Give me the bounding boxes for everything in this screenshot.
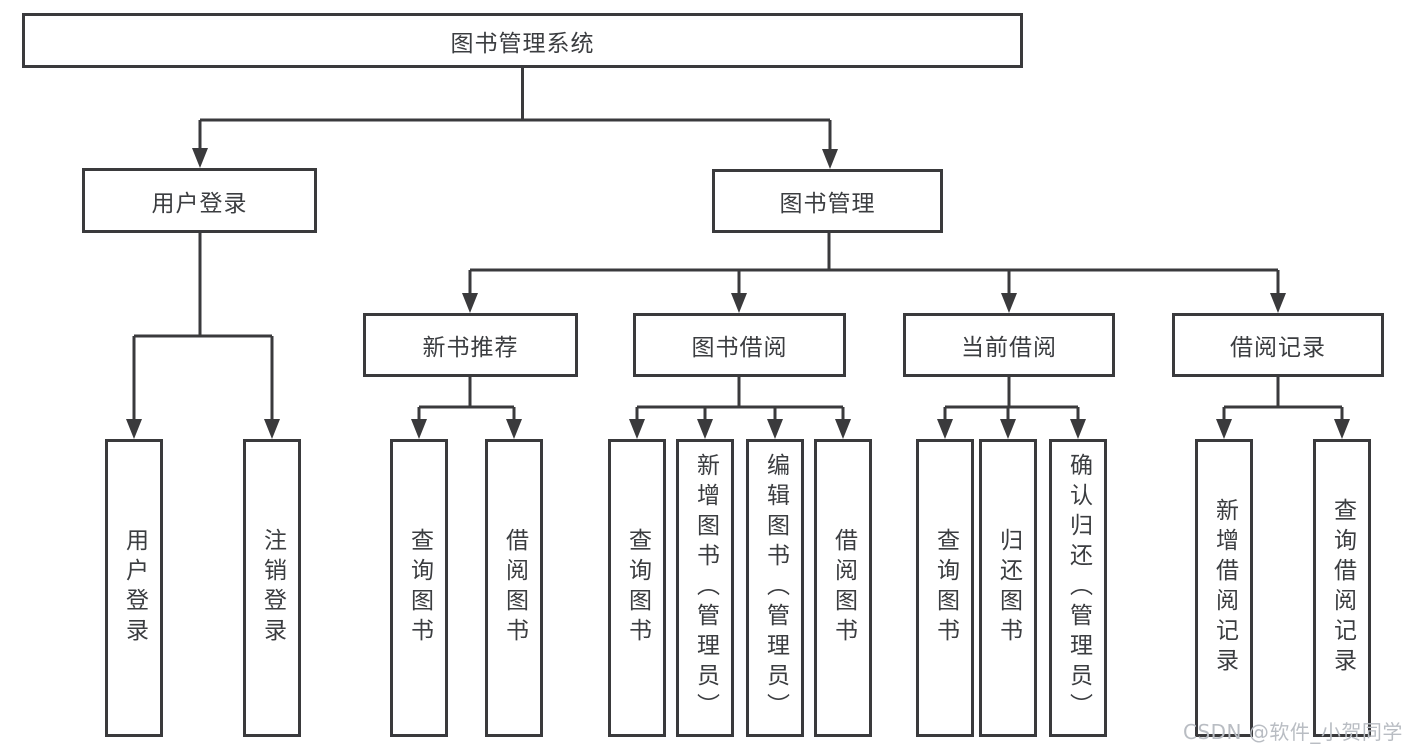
node-label: 确认归还（管理员）	[1065, 453, 1092, 723]
leaf-query-book-2: 查询图书	[608, 439, 666, 737]
node-label: 新增图书（管理员）	[692, 453, 719, 723]
node-label: 新书推荐	[422, 335, 519, 361]
node-root-system: 图书管理系统	[22, 13, 1023, 68]
leaf-query-book-3: 查询图书	[916, 439, 974, 737]
node-label: 借阅图书	[830, 528, 857, 648]
leaf-edit-book-admin: 编辑图书（管理员）	[746, 439, 804, 737]
leaf-logout: 注销登录	[243, 439, 301, 737]
leaf-user-login: 用户登录	[105, 439, 163, 737]
node-label: 图书管理	[779, 191, 876, 217]
node-label: 借阅图书	[501, 528, 528, 648]
node-label: 新增借阅记录	[1211, 498, 1238, 678]
leaf-query-borrow-record: 查询借阅记录	[1313, 439, 1371, 737]
node-label: 用户登录	[151, 190, 248, 217]
node-label: 归还图书	[995, 528, 1022, 648]
leaf-confirm-return-admin: 确认归还（管理员）	[1049, 439, 1107, 737]
node-new-book-recommend: 新书推荐	[363, 313, 578, 377]
node-borrow-record: 借阅记录	[1172, 313, 1384, 377]
leaf-borrow-book-2: 借阅图书	[814, 439, 872, 737]
node-book-management-module: 图书管理	[712, 169, 943, 233]
node-label: 图书管理系统	[450, 30, 595, 57]
node-label: 用户登录	[121, 528, 148, 648]
node-user-login-module: 用户登录	[82, 168, 317, 233]
csdn-watermark: CSDN @软件_小贺同学	[1183, 720, 1403, 744]
leaf-query-book-1: 查询图书	[390, 439, 448, 737]
node-book-borrow: 图书借阅	[633, 313, 846, 377]
node-label: 查询图书	[624, 528, 651, 648]
leaf-return-book: 归还图书	[979, 439, 1037, 737]
node-label: 编辑图书（管理员）	[762, 453, 789, 723]
node-label: 注销登录	[259, 528, 286, 648]
leaf-add-book-admin: 新增图书（管理员）	[676, 439, 734, 737]
node-label: 查询借阅记录	[1329, 498, 1356, 678]
node-current-borrow: 当前借阅	[903, 313, 1115, 377]
leaf-borrow-book-1: 借阅图书	[485, 439, 543, 737]
arrowheads	[126, 148, 1350, 439]
leaf-add-borrow-record: 新增借阅记录	[1195, 439, 1253, 737]
node-label: 图书借阅	[691, 335, 788, 361]
node-label: 查询图书	[406, 528, 433, 648]
node-label: 当前借阅	[961, 335, 1057, 361]
node-label: 查询图书	[932, 528, 959, 648]
node-label: 借阅记录	[1230, 335, 1326, 361]
